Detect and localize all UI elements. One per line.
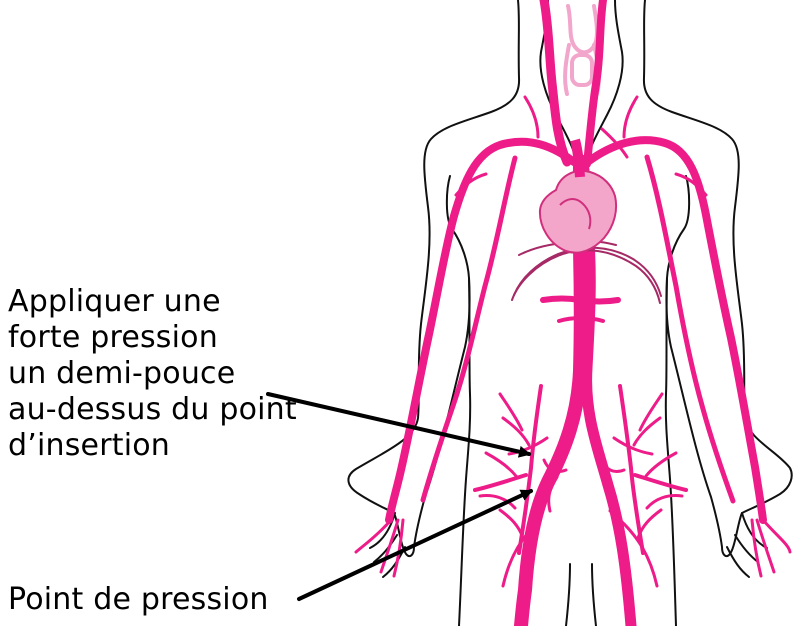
compression-instruction-line-1: Appliquer une: [8, 284, 297, 320]
pressure-point-arrow: [299, 491, 531, 599]
compression-instruction-line-2: forte pression: [8, 320, 297, 356]
compression-instruction-line-4: au-dessus du point: [8, 392, 297, 428]
compression-arrow: [268, 394, 529, 454]
artery-network: [356, 0, 790, 626]
compression-instruction-line-3: un demi-pouce: [8, 356, 297, 392]
compression-instruction-label: Appliquer une forte pression un demi-pou…: [8, 284, 297, 464]
heart: [540, 140, 616, 253]
compression-instruction-line-5: d’insertion: [8, 428, 297, 464]
pressure-point-label: Point de pression: [8, 582, 269, 618]
